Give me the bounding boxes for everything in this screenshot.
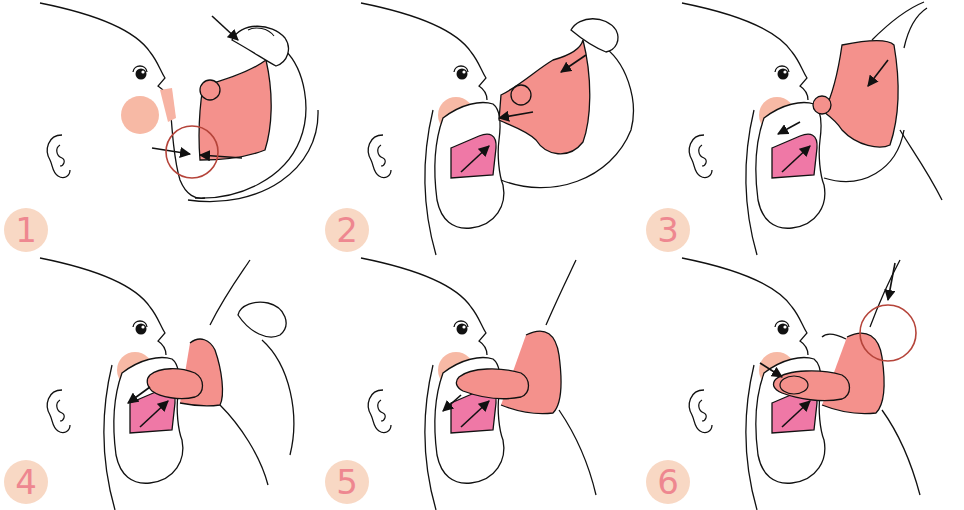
callout-number: 4 (4, 460, 48, 504)
panel-3 (682, 2, 942, 255)
callout-number: 1 (4, 208, 48, 252)
panel-6 (682, 258, 920, 510)
panel-2 (361, 3, 633, 255)
callout-number: 5 (325, 460, 369, 504)
callout-number: 2 (325, 208, 369, 252)
callout-number: 3 (646, 208, 690, 252)
panel-5 (361, 258, 596, 510)
panel-1 (40, 3, 318, 202)
callout-number: 6 (646, 460, 690, 504)
panel-4 (40, 258, 294, 510)
